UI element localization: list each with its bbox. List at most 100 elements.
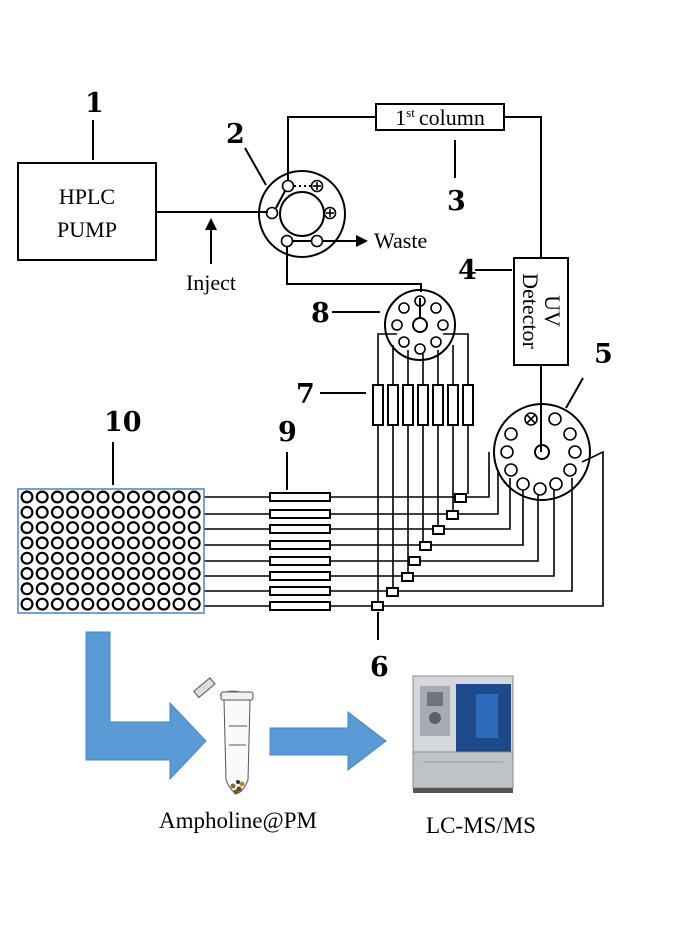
well — [157, 490, 171, 504]
fraction-lines — [204, 450, 604, 607]
well — [126, 597, 140, 611]
well — [66, 536, 80, 550]
well — [157, 566, 171, 580]
well — [111, 582, 125, 596]
well — [66, 490, 80, 504]
mass-spectrometer-icon — [412, 675, 514, 793]
well — [35, 521, 49, 535]
well — [20, 490, 34, 504]
well — [50, 521, 64, 535]
well — [50, 566, 64, 580]
well — [142, 490, 156, 504]
label-number-4: 4 — [458, 255, 477, 286]
well — [187, 505, 201, 519]
well — [96, 551, 110, 565]
well — [111, 536, 125, 550]
well — [66, 582, 80, 596]
well — [96, 597, 110, 611]
waste-arrow — [322, 235, 368, 247]
well — [50, 582, 64, 596]
well — [187, 521, 201, 535]
well — [111, 490, 125, 504]
distribution-valve-8-port — [384, 289, 456, 361]
label-number-5: 5 — [594, 339, 613, 370]
tee-connectors — [371, 493, 467, 611]
well — [126, 521, 140, 535]
well — [66, 597, 80, 611]
well — [50, 490, 64, 504]
well — [81, 490, 95, 504]
well — [20, 582, 34, 596]
lc-ms-label: LC-MS/MS — [426, 813, 536, 838]
well — [50, 536, 64, 550]
well — [50, 505, 64, 519]
well — [126, 536, 140, 550]
well — [111, 566, 125, 580]
well — [66, 505, 80, 519]
well — [81, 597, 95, 611]
well — [172, 505, 186, 519]
hplc-pump-label-line1: HPLC — [59, 184, 115, 209]
well — [157, 521, 171, 535]
well — [172, 521, 186, 535]
well — [142, 597, 156, 611]
well — [81, 551, 95, 565]
well — [187, 536, 201, 550]
well — [142, 582, 156, 596]
uv-detector-label-line1: UV — [540, 295, 565, 327]
well — [187, 597, 201, 611]
microcentrifuge-tube-icon — [193, 677, 254, 795]
collection-valve-12-port — [493, 403, 591, 501]
well — [96, 490, 110, 504]
well — [20, 505, 34, 519]
well — [111, 597, 125, 611]
well — [35, 566, 49, 580]
well — [111, 551, 125, 565]
well — [172, 597, 186, 611]
uv-detector-box — [513, 257, 569, 366]
well — [142, 551, 156, 565]
well — [66, 521, 80, 535]
well — [96, 536, 110, 550]
well — [142, 505, 156, 519]
workflow-arrow-down-right — [85, 631, 207, 781]
injection-valve — [258, 170, 346, 258]
well — [50, 551, 64, 565]
well — [111, 521, 125, 535]
well — [66, 566, 80, 580]
well — [35, 536, 49, 550]
well — [126, 490, 140, 504]
label-number-3: 3 — [447, 186, 466, 217]
label-number-8: 8 — [311, 298, 330, 329]
well — [35, 551, 49, 565]
well — [50, 597, 64, 611]
label-number-6: 6 — [370, 652, 389, 683]
inject-arrow — [205, 218, 217, 264]
well — [81, 521, 95, 535]
waste-label: Waste — [374, 228, 427, 253]
well — [81, 536, 95, 550]
well — [157, 505, 171, 519]
well — [96, 582, 110, 596]
ampholine-label: Ampholine@PM — [159, 808, 317, 833]
well-plate — [17, 488, 205, 614]
well — [20, 521, 34, 535]
well — [187, 490, 201, 504]
sample-loops — [269, 492, 331, 611]
well — [20, 566, 34, 580]
leader-lines — [92, 120, 584, 640]
well — [142, 566, 156, 580]
well — [172, 582, 186, 596]
well — [187, 566, 201, 580]
workflow-arrow-right — [269, 710, 387, 772]
well — [111, 505, 125, 519]
well — [157, 582, 171, 596]
label-number-9: 9 — [278, 417, 297, 448]
well — [81, 582, 95, 596]
well — [126, 566, 140, 580]
well — [96, 521, 110, 535]
well — [157, 551, 171, 565]
well — [35, 505, 49, 519]
